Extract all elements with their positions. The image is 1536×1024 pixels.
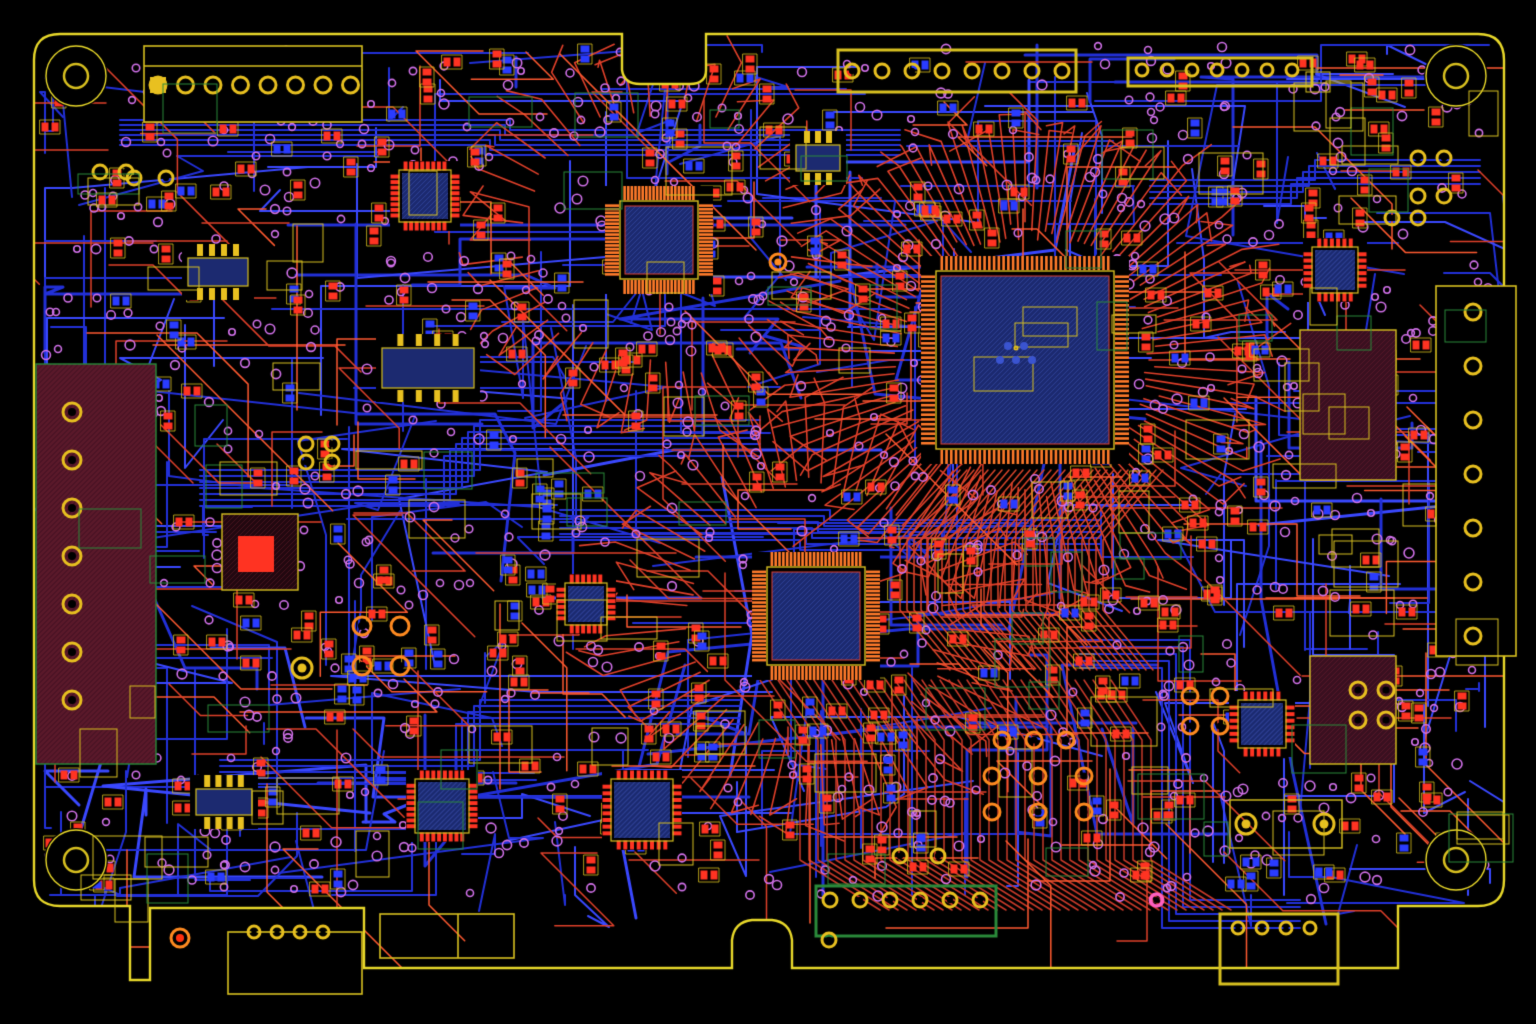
pcb-layout-canvas xyxy=(0,0,1536,1024)
